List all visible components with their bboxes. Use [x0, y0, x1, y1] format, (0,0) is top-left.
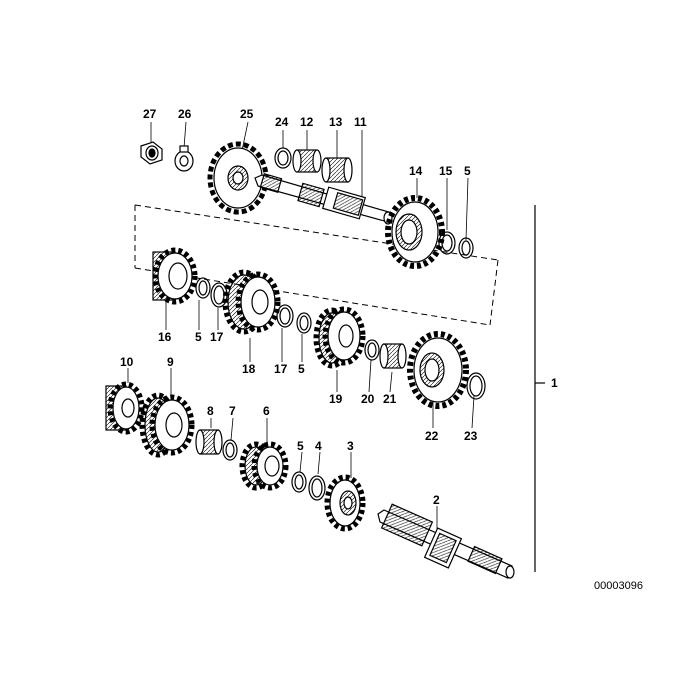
callout-label-9: 9 — [167, 355, 174, 369]
circlip — [276, 304, 294, 328]
washer — [195, 277, 211, 299]
callout-label-21: 21 — [383, 392, 397, 406]
callout-label-17: 17 — [210, 330, 224, 344]
callout-label-3: 3 — [347, 439, 354, 453]
callout-label-11: 11 — [354, 115, 367, 129]
washer — [364, 339, 380, 361]
gear-14 — [385, 195, 445, 269]
needle-bearing — [321, 157, 353, 183]
washer — [466, 372, 486, 400]
circlip — [438, 231, 456, 255]
gear-22 — [407, 331, 469, 409]
gear-9 — [139, 392, 195, 458]
washer — [458, 237, 474, 259]
callout-label-5: 5 — [297, 439, 304, 453]
group-bracket — [534, 205, 545, 572]
needle-bearing — [292, 149, 322, 173]
needle-bearing — [195, 429, 223, 455]
gear-10 — [105, 381, 145, 435]
callout-label-27: 27 — [143, 107, 157, 121]
lock-washer — [174, 145, 194, 172]
callout-label-26: 26 — [178, 107, 192, 121]
diagram-reference-number: 00003096 — [594, 580, 643, 592]
callout-label-12: 12 — [300, 115, 314, 129]
callout-label-10: 10 — [120, 355, 134, 369]
gear-18 — [222, 269, 281, 335]
callout-label-18: 18 — [242, 362, 256, 376]
callout-label-4: 4 — [315, 439, 322, 453]
dashed-assembly-frame — [134, 204, 499, 326]
callout-label-1: 1 — [551, 376, 558, 390]
callout-label-17-mid: 17 — [274, 362, 288, 376]
callout-label-16: 16 — [158, 330, 172, 344]
washer — [296, 312, 312, 334]
callout-label-24: 24 — [275, 115, 289, 129]
callout-label-2: 2 — [433, 493, 440, 507]
gear-19 — [313, 306, 366, 369]
callout-label-20: 20 — [361, 392, 375, 406]
leader-lines — [127, 121, 475, 530]
sprocket — [207, 141, 269, 215]
washer — [291, 471, 307, 493]
callout-label-5-top: 5 — [464, 164, 471, 178]
thrust-washer — [274, 147, 292, 169]
circlip — [308, 475, 326, 501]
callout-label-14: 14 — [409, 164, 423, 178]
callout-label-13: 13 — [329, 115, 343, 129]
needle-bearing — [379, 343, 407, 369]
output-shaft — [254, 173, 393, 225]
callout-label-5-mid-left: 5 — [195, 330, 202, 344]
input-shaft — [377, 503, 515, 579]
washer — [222, 439, 238, 461]
callout-label-15: 15 — [439, 164, 453, 178]
callout-label-25: 25 — [240, 107, 254, 121]
callout-label-7: 7 — [229, 404, 236, 418]
callout-label-19: 19 — [329, 392, 343, 406]
callout-label-23: 23 — [464, 429, 478, 443]
callout-label-5-mid: 5 — [298, 362, 305, 376]
callout-label-22: 22 — [425, 429, 439, 443]
hex-nut — [140, 141, 163, 165]
gear-6 — [239, 441, 289, 491]
gear-3 — [324, 474, 366, 532]
gear-16 — [152, 247, 198, 305]
callout-label-8: 8 — [207, 404, 214, 418]
callout-label-6: 6 — [263, 404, 270, 418]
